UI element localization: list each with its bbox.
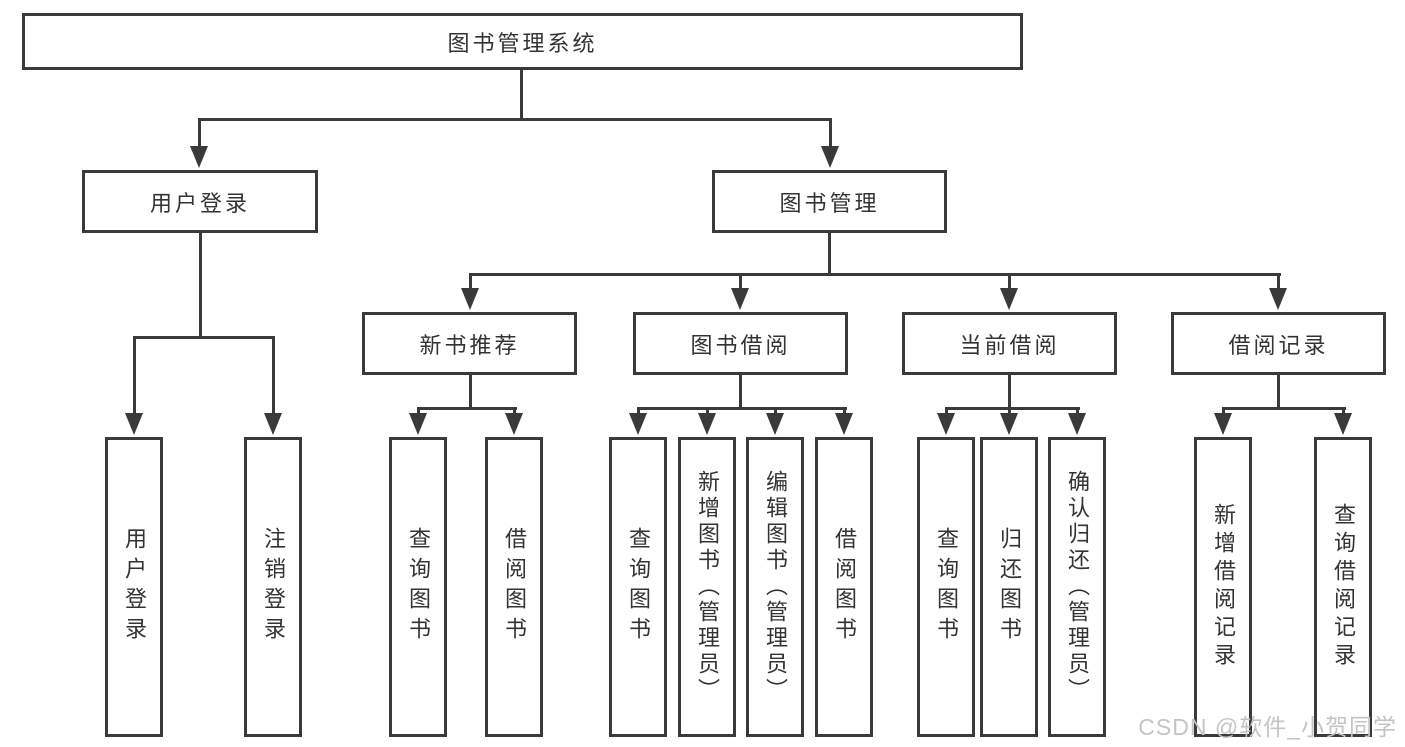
leaf-add-borrow-record-box: 新增借阅记录: [1194, 437, 1252, 737]
node-book-mgmt-label: 图书管理: [779, 190, 880, 216]
leaf-borrow-book-b-label: 借阅图书: [832, 527, 857, 647]
arrowhead-to-leaf-borrow-book-b: [835, 413, 853, 435]
node-borrow-record-label: 借阅记录: [1228, 332, 1329, 358]
leaf-user-login-label: 用户登录: [122, 527, 147, 647]
leaf-query-book-b-label: 查询图书: [626, 527, 651, 647]
leaf-return-book-box: 归还图书: [980, 437, 1038, 737]
connector-to-leaf-borrow-book-a-shaft: [513, 407, 516, 415]
arrowhead-to-new-book-rec: [461, 288, 479, 310]
arrowhead-to-leaf-query-book-a: [409, 413, 427, 435]
node-root-label: 图书管理系统: [447, 30, 598, 56]
leaf-add-book-label: 新增图书（管理员）: [695, 470, 720, 704]
connector-to-leaf-return-book-shaft: [1008, 407, 1011, 415]
arrowhead-to-leaf-query-borrow-record: [1334, 413, 1352, 435]
connector-to-leaf-confirm-return-shaft: [1076, 407, 1079, 415]
arrowhead-to-leaf-query-book-b: [629, 413, 647, 435]
node-user-login-label: 用户登录: [149, 190, 250, 216]
node-current-borrow-label: 当前借阅: [959, 332, 1060, 358]
connector-to-new-book-rec-shaft: [469, 273, 472, 290]
leaf-borrow-book-b-box: 借阅图书: [815, 437, 873, 737]
leaf-query-book-b-box: 查询图书: [609, 437, 667, 737]
arrowhead-to-borrow-record: [1269, 288, 1287, 310]
connector-new-book-rec-stub: [469, 375, 472, 409]
node-book-borrow-box: 图书借阅: [633, 312, 848, 375]
connector-root-to-book-mgmt-shaft: [829, 118, 832, 148]
connector-current-borrow-hline: [945, 407, 1080, 410]
connector-root-hline: [198, 118, 832, 121]
connector-to-leaf-add-book-shaft: [706, 407, 709, 415]
connector-to-leaf-user-login-shaft: [133, 336, 136, 415]
arrowhead-to-leaf-user-login: [125, 413, 143, 435]
node-current-borrow-box: 当前借阅: [902, 312, 1117, 375]
connector-user-login-hline: [133, 336, 275, 339]
connector-book-mgmt-hline: [469, 273, 1281, 276]
csdn-watermark: CSDN @软件_小贺同学: [1138, 714, 1397, 740]
arrowhead-to-current-borrow: [1000, 288, 1018, 310]
leaf-borrow-book-a-box: 借阅图书: [485, 437, 543, 737]
leaf-confirm-return-label: 确认归还（管理员）: [1065, 470, 1090, 704]
connector-to-current-borrow-shaft: [1008, 273, 1011, 290]
arrowhead-to-leaf-logout: [264, 413, 282, 435]
arrowhead-to-leaf-edit-book: [766, 413, 784, 435]
arrowhead-to-leaf-return-book: [1000, 413, 1018, 435]
connector-to-leaf-borrow-book-b-shaft: [843, 407, 846, 415]
arrowhead-to-leaf-add-book: [698, 413, 716, 435]
arrowhead-to-leaf-query-book-c: [937, 413, 955, 435]
arrowhead-to-leaf-add-borrow-record: [1214, 413, 1232, 435]
leaf-edit-book-label: 编辑图书（管理员）: [763, 470, 788, 704]
connector-to-leaf-query-book-a-shaft: [417, 407, 420, 415]
node-new-book-rec-box: 新书推荐: [362, 312, 577, 375]
connector-current-borrow-stub: [1008, 375, 1011, 409]
node-book-borrow-label: 图书借阅: [690, 332, 791, 358]
connector-book-borrow-stub: [739, 375, 742, 409]
connector-to-borrow-record-shaft: [1277, 273, 1280, 290]
node-user-login-box: 用户登录: [82, 170, 318, 233]
connector-book-mgmt-stub: [828, 233, 831, 275]
leaf-logout-label: 注销登录: [261, 527, 286, 647]
leaf-query-borrow-record-box: 查询借阅记录: [1314, 437, 1372, 737]
arrowhead-to-book-borrow: [731, 288, 749, 310]
connector-root-to-user-login-shaft: [198, 118, 201, 148]
leaf-query-book-c-box: 查询图书: [917, 437, 975, 737]
connector-to-leaf-query-book-c-shaft: [945, 407, 948, 415]
arrowhead-to-book-mgmt: [821, 146, 839, 168]
connector-to-leaf-logout-shaft: [272, 336, 275, 415]
connector-borrow-record-hline: [1222, 407, 1346, 410]
leaf-query-borrow-record-label: 查询借阅记录: [1331, 503, 1356, 671]
node-new-book-rec-label: 新书推荐: [419, 332, 520, 358]
leaf-user-login-box: 用户登录: [105, 437, 163, 737]
connector-user-login-stub: [199, 233, 202, 339]
leaf-edit-book-box: 编辑图书（管理员）: [746, 437, 804, 737]
leaf-add-borrow-record-label: 新增借阅记录: [1211, 503, 1236, 671]
connector-to-leaf-add-borrow-record-shaft: [1222, 407, 1225, 415]
arrowhead-to-leaf-borrow-book-a: [505, 413, 523, 435]
node-borrow-record-box: 借阅记录: [1171, 312, 1386, 375]
connector-root-stub: [520, 70, 523, 118]
connector-to-leaf-query-borrow-record-shaft: [1342, 407, 1345, 415]
leaf-query-book-a-box: 查询图书: [389, 437, 447, 737]
node-root-box: 图书管理系统: [22, 13, 1023, 70]
leaf-return-book-label: 归还图书: [997, 527, 1022, 647]
leaf-logout-box: 注销登录: [244, 437, 302, 737]
connector-book-borrow-hline: [637, 407, 847, 410]
arrowhead-to-leaf-confirm-return: [1068, 413, 1086, 435]
node-book-mgmt-box: 图书管理: [712, 170, 947, 233]
leaf-borrow-book-a-label: 借阅图书: [502, 527, 527, 647]
leaf-query-book-c-label: 查询图书: [934, 527, 959, 647]
leaf-confirm-return-box: 确认归还（管理员）: [1048, 437, 1106, 737]
arrowhead-to-user-login: [190, 146, 208, 168]
connector-new-book-rec-hline: [417, 407, 517, 410]
connector-to-leaf-edit-book-shaft: [774, 407, 777, 415]
leaf-add-book-box: 新增图书（管理员）: [678, 437, 736, 737]
leaf-query-book-a-label: 查询图书: [406, 527, 431, 647]
connector-to-book-borrow-shaft: [739, 273, 742, 290]
connector-to-leaf-query-book-b-shaft: [637, 407, 640, 415]
connector-borrow-record-stub: [1277, 375, 1280, 409]
